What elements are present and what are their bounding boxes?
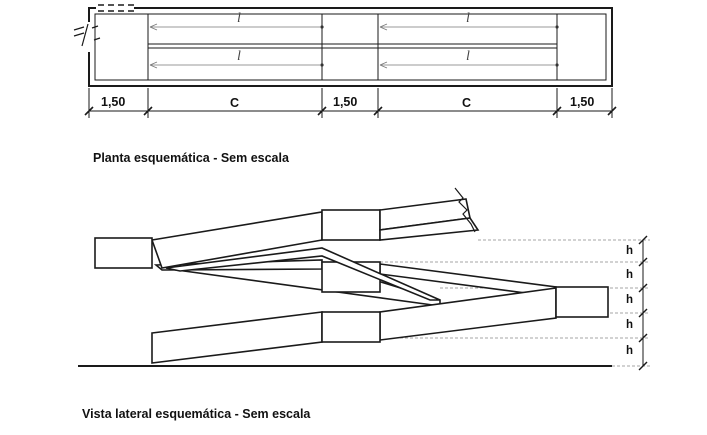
landing-left [94,237,153,269]
plan-inner-wall [94,13,607,81]
plan-length-label: l [237,11,241,26]
plan-dim-landing-right: 1,50 [570,95,594,109]
plan-length-label: l [237,49,241,64]
plan-dim-landing-mid: 1,50 [333,95,357,109]
height-dimension [638,235,648,371]
plan-flight-right [377,13,558,81]
landing-right [555,286,609,318]
plan-caption: Planta esquemática - Sem escala [93,151,290,165]
plan-outer-wall [88,7,613,87]
plan-flight-left [147,13,323,81]
flight-3-underside [165,247,441,301]
height-label: h [626,294,633,306]
plan-dim-flight-right: C [462,96,471,110]
plan-dim-landing-left: 1,50 [101,95,125,109]
landing-top [321,209,381,241]
plan-length-label: l [466,49,470,64]
plan-dimension-line [84,88,617,118]
landing-lower-mid [321,311,381,343]
flight-1-slab [151,311,323,364]
plan-dim-flight-left: C [230,96,239,110]
plan-length-label: l [466,11,470,26]
height-label: h [626,345,633,357]
plan-arrows [149,23,555,69]
flight-top-lower [379,217,480,241]
height-label: h [626,245,633,257]
height-label: h [626,319,633,331]
side-view: h h h h h Vista lateral esquemática - Se… [78,187,650,421]
side-caption: Vista lateral esquemática - Sem escala [82,407,311,421]
height-label: h [626,269,633,281]
plan-break-symbol [73,23,101,47]
plan-arrow-dots [320,25,559,67]
plan-view: l l l l 1,50 C 1,50 C 1,50 Pla [73,4,617,165]
side-break-symbol [454,187,476,233]
plan-outer-wall-stub [88,7,96,22]
